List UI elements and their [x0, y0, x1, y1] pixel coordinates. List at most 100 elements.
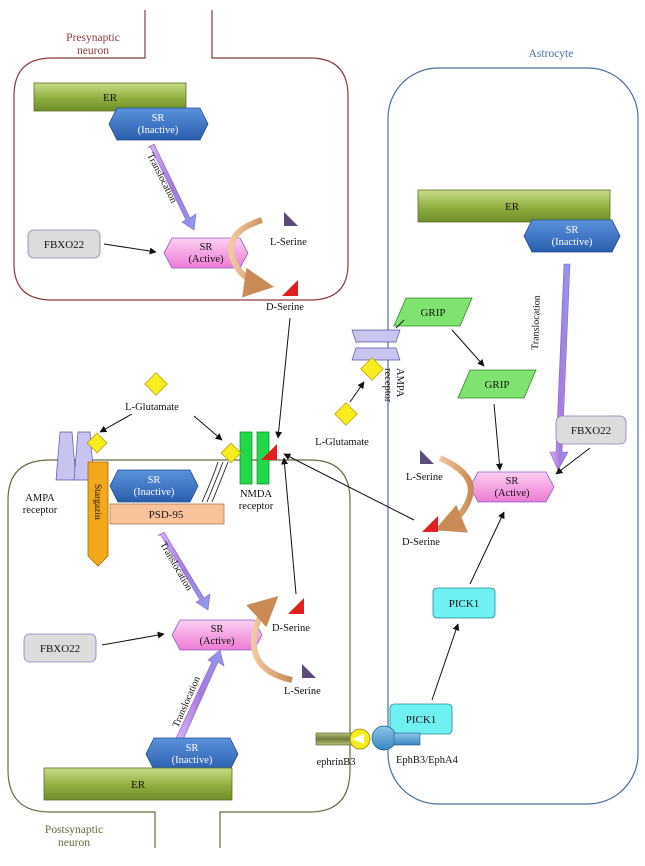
ephrinb3-label: ephrinB3	[316, 757, 355, 768]
postsynaptic-translocation-arrow-upper	[157, 531, 211, 611]
astrocyte-sr-active: SR(Active)	[469, 471, 555, 503]
nmda-receptor	[220, 431, 277, 485]
astrocyte-l-serine-label: L-Serine	[406, 472, 443, 483]
astrocyte-l-serine-marker	[420, 450, 434, 464]
text-line: receptor	[23, 505, 58, 516]
presynaptic-er: ER	[33, 82, 187, 112]
postsynaptic-fbxo22-label: FBXO22	[40, 643, 80, 655]
glutamate-to-ampa-arrow	[99, 413, 133, 433]
grip-to-sr-active-arrow	[493, 403, 503, 471]
astrocyte-ampa-receptor-label: AMPAreceptor	[382, 368, 405, 403]
postsynaptic-d-serine-label: D-Serine	[272, 623, 310, 634]
presynaptic-sr-inactive: SR(Inactive)	[108, 107, 209, 141]
stargazin: Stargazin	[87, 461, 109, 567]
presynaptic-d-serine-label: D-Serine	[266, 302, 304, 313]
text-line: (Inactive)	[134, 487, 175, 498]
text-line: SR	[186, 743, 199, 754]
presynaptic-serine-arc	[227, 217, 274, 298]
presynaptic-er-label: ER	[103, 92, 118, 104]
text-line: NMDA	[240, 489, 273, 500]
text-line: receptor	[239, 501, 274, 512]
astrocyte-er-label: ER	[505, 201, 520, 213]
postsynaptic-d-serine-marker	[288, 598, 304, 614]
postsynaptic-sr-inactive-label: SR(Inactive)	[172, 743, 213, 766]
grip-top-to-ampa-link	[395, 319, 405, 329]
postsynaptic-fbxo22: FBXO22	[23, 633, 97, 663]
astrocyte-pick1-lower-label: PICK1	[406, 714, 437, 726]
astrocyte-fbxo22-label: FBXO22	[571, 425, 611, 437]
l-glutamate-astrocyte-label: L-Glutamate	[315, 437, 369, 448]
astrocyte-fbxo22-arrow	[555, 447, 591, 475]
text-line: (Active)	[495, 488, 530, 499]
postsynaptic-sr-inactive-er: SR(Inactive)	[145, 737, 239, 771]
text-line: SR	[152, 113, 165, 124]
text-line: (Inactive)	[552, 237, 593, 248]
astrocyte-pick1-upper-label: PICK1	[449, 598, 480, 610]
astrocyte-grip-top-label: GRIP	[420, 307, 445, 319]
postsynaptic-translocation-upper-label: Translocation	[157, 540, 194, 593]
text-line: SR	[506, 476, 519, 487]
psd95: PSD-95	[109, 503, 225, 525]
pick1-lower-to-upper-arrow	[431, 623, 460, 701]
text-line: (Inactive)	[172, 755, 213, 766]
text-line: receptor	[382, 368, 393, 403]
postsynaptic-er-label: ER	[131, 779, 146, 791]
presynaptic-fbxo22: FBXO22	[27, 229, 101, 259]
astrocyte-grip-lower: GRIP	[457, 369, 537, 399]
text-line: neuron	[77, 45, 109, 57]
astrocyte-translocation-label: Translocation	[530, 295, 543, 350]
text-line: neuron	[58, 837, 90, 849]
postsynaptic-d-serine-to-nmda-arrow	[281, 457, 297, 595]
astrocyte-fbxo22: FBXO22	[555, 415, 627, 445]
psd95-tethers	[201, 461, 229, 503]
astrocyte-label: Astrocyte	[529, 48, 574, 60]
ephrinb3-ligand	[315, 728, 371, 750]
presynaptic-l-serine-marker	[284, 212, 298, 226]
postsynaptic-er: ER	[43, 767, 233, 801]
astrocyte-cell	[387, 67, 639, 805]
presynaptic-translocation-arrow	[147, 143, 197, 231]
text-line: SR	[211, 624, 224, 635]
astrocyte-d-serine-label: D-Serine	[402, 537, 440, 548]
astrocyte-pick1-upper: PICK1	[432, 587, 496, 619]
postsynaptic-sr-inactive-membrane: SR(Inactive)	[109, 469, 199, 503]
glutamate-to-astrocyte-ampa-arrow	[349, 381, 365, 403]
presynaptic-d-serine-marker	[282, 280, 298, 296]
postsynaptic-ampa-receptor	[55, 431, 108, 481]
glutamate-to-nmda-arrow	[193, 415, 223, 441]
postsynaptic-neuron	[7, 459, 351, 848]
stargazin-label: Stargazin	[92, 484, 102, 520]
psd95-label: PSD-95	[149, 509, 184, 521]
astrocyte-grip-lower-label: GRIP	[484, 379, 509, 391]
astrocyte-sr-active-label: SR(Active)	[495, 476, 530, 499]
astrocyte-d-serine-to-nmda-arrow	[283, 453, 415, 521]
text-line: (Inactive)	[138, 125, 179, 136]
postsynaptic-l-serine-marker	[302, 664, 316, 678]
grip-top-to-grip-lower-arrow	[451, 329, 485, 367]
ephb3-label: EphB3/EphA4	[396, 755, 459, 766]
astrocyte-pick1-lower: PICK1	[389, 703, 453, 735]
postsynaptic-fbxo22-arrow	[101, 631, 165, 646]
text-line: Postsynaptic	[45, 824, 103, 836]
text-line: SR	[148, 475, 161, 486]
astrocyte-translocation-arrow	[549, 263, 571, 471]
postsynaptic-translocation-arrow-lower	[175, 649, 225, 743]
presynaptic-neuron	[13, 10, 349, 301]
presynaptic-l-serine-label: L-Serine	[270, 237, 307, 248]
astrocyte-serine-arc	[434, 455, 474, 533]
glutamate-molecule-cleft	[144, 372, 168, 396]
astrocyte-sr-inactive: SR(Inactive)	[523, 219, 621, 253]
l-glutamate-cleft-label: L-Glutamate	[125, 402, 179, 413]
astrocyte-grip-top: GRIP	[393, 297, 473, 327]
text-line: (Active)	[200, 636, 235, 647]
presynaptic-fbxo22-label: FBXO22	[44, 239, 84, 251]
presynaptic-d-serine-release-arrow	[275, 317, 291, 439]
presynaptic-sr-inactive-label: SR(Inactive)	[138, 113, 179, 136]
postsynaptic-serine-arc	[246, 595, 293, 683]
text-line: SR	[566, 225, 579, 236]
